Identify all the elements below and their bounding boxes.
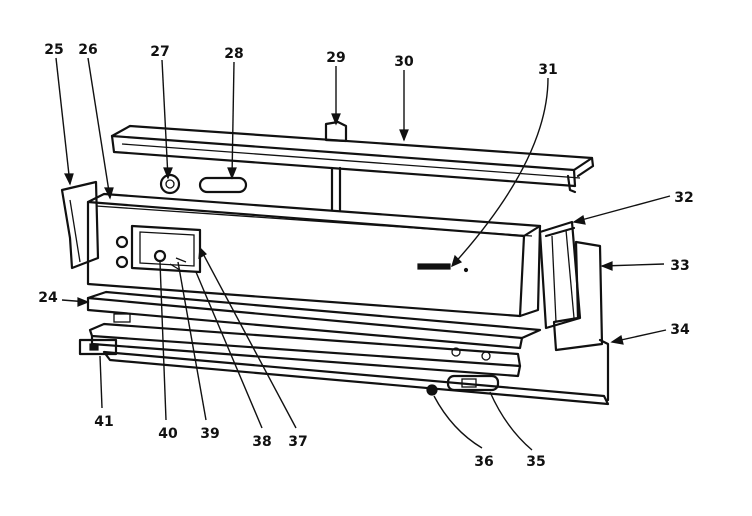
right-bracket-part-33 bbox=[552, 240, 604, 352]
callout-27: 27 bbox=[150, 44, 169, 60]
slot-plate-part-28 bbox=[198, 176, 248, 194]
callout-26: 26 bbox=[78, 42, 97, 58]
main-panel-part-26 bbox=[86, 192, 542, 318]
callout-30: 30 bbox=[394, 54, 414, 70]
callout-25: 25 bbox=[44, 42, 63, 58]
callout-38: 38 bbox=[252, 434, 271, 450]
right-end-cap-part-32 bbox=[538, 220, 582, 330]
top-bracket-part-29 bbox=[324, 120, 348, 212]
callout-33: 33 bbox=[670, 258, 689, 274]
bottom-trim-part-24 bbox=[86, 290, 542, 350]
control-plate-assembly bbox=[130, 224, 202, 274]
callout-40: 40 bbox=[158, 426, 178, 442]
callout-28: 28 bbox=[224, 46, 243, 62]
leader-lines bbox=[55, 57, 671, 451]
support-bar-part-34 bbox=[102, 338, 610, 406]
callout-labels: 25 26 27 28 29 30 31 32 33 34 24 41 40 3… bbox=[38, 42, 693, 470]
knob-part-27 bbox=[159, 173, 181, 195]
left-clip-part-41 bbox=[78, 338, 118, 356]
callout-29: 29 bbox=[326, 50, 345, 66]
bottom-hardware-part-35 bbox=[446, 374, 500, 392]
callout-24: 24 bbox=[38, 290, 58, 306]
left-end-trim-part-25 bbox=[60, 180, 100, 270]
callout-34: 34 bbox=[670, 322, 690, 338]
callout-32: 32 bbox=[674, 190, 693, 206]
callout-39: 39 bbox=[200, 426, 219, 442]
screw-part-36 bbox=[426, 384, 438, 396]
callout-36: 36 bbox=[474, 454, 493, 470]
callout-41: 41 bbox=[94, 414, 113, 430]
top-rail-part-30 bbox=[110, 124, 595, 194]
nameplate-part-31 bbox=[417, 263, 469, 273]
control-knobs-part-40 bbox=[115, 235, 187, 271]
callout-35: 35 bbox=[526, 454, 545, 470]
callout-37: 37 bbox=[288, 434, 307, 450]
callout-31: 31 bbox=[538, 62, 557, 78]
